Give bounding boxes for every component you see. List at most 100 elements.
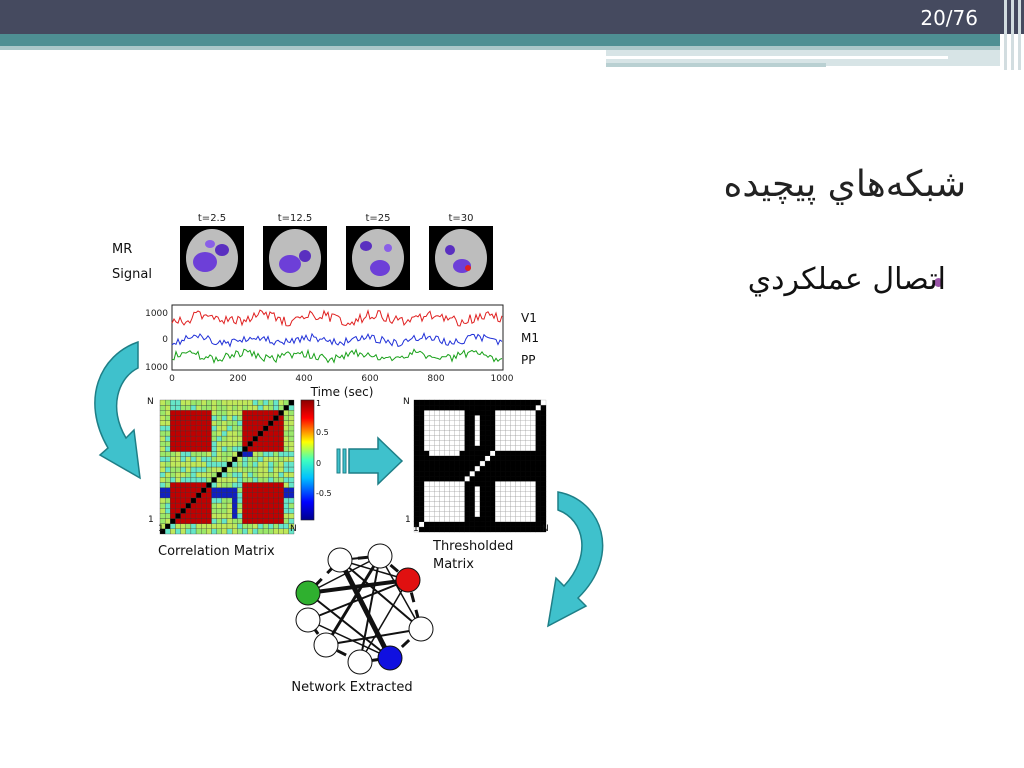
thresholded-cell <box>429 420 435 426</box>
thresholded-cell <box>434 445 440 451</box>
corr-cell <box>226 456 233 462</box>
thresholded-cell <box>464 460 470 467</box>
thresholded-cell <box>434 475 440 482</box>
thresholded-cell <box>429 425 435 431</box>
corr-cell <box>242 513 248 519</box>
corr-cell <box>268 410 274 416</box>
thresholded-cell <box>413 511 420 517</box>
thresholded-cell <box>439 506 445 512</box>
thresholded-cell <box>459 440 465 446</box>
corr-cell <box>206 415 212 421</box>
thresholded-cell <box>474 430 481 436</box>
corr-cell <box>268 477 274 483</box>
thresholded-cell <box>449 425 455 431</box>
corr-cell <box>226 523 233 529</box>
thresholded-cell <box>505 450 511 456</box>
thresholded-cell <box>500 445 506 451</box>
corr-cell <box>180 441 186 447</box>
axis-n-right: N <box>290 524 297 534</box>
corr-cell <box>283 482 289 488</box>
page-number: 20/76 <box>920 6 978 30</box>
corr-cell <box>195 399 202 406</box>
corr-cell <box>288 435 295 442</box>
corr-cell <box>231 477 238 483</box>
corr-cell <box>170 518 176 524</box>
corr-cell <box>159 446 166 452</box>
corr-cell <box>278 502 284 509</box>
corr-cell <box>175 399 181 406</box>
corr-cell <box>278 508 284 514</box>
thresholded-cell <box>489 526 496 533</box>
thresholded-cell <box>525 440 531 446</box>
thresholded-cell <box>423 450 430 456</box>
thresholded-cell <box>434 516 440 523</box>
thresholded-cell <box>444 415 450 421</box>
corr-cell <box>231 441 238 447</box>
thresholded-cell <box>439 481 445 487</box>
thresholded-cell <box>479 425 486 431</box>
corr-cell <box>252 466 259 473</box>
corr-cell <box>175 528 181 535</box>
corr-cell <box>288 471 295 478</box>
network-ring <box>306 554 423 664</box>
thresholded-cell <box>484 521 491 528</box>
thresholded-cell <box>423 496 430 502</box>
thresholded-cell <box>459 445 465 451</box>
thresholded-cell <box>484 516 491 523</box>
thresholded-cell <box>454 526 460 533</box>
corr-cell <box>221 425 228 432</box>
corr-cell <box>226 425 233 432</box>
corr-cell <box>185 430 192 437</box>
time-label: t=30 <box>448 213 473 224</box>
series-line-pp <box>171 348 503 365</box>
corr-cell <box>201 456 207 462</box>
thresholded-cell <box>525 516 531 523</box>
thresholded-cell <box>439 521 445 528</box>
thresholded-cell <box>434 455 440 462</box>
thresholded-cell <box>459 511 465 517</box>
thresholded-cell <box>413 425 420 431</box>
thresholded-cell <box>434 430 440 436</box>
corr-cell <box>247 487 253 493</box>
corr-cell <box>262 461 269 468</box>
corr-cell <box>252 451 259 457</box>
thresholded-cell <box>520 506 526 512</box>
corr-cell <box>185 446 192 452</box>
corr-cell <box>257 410 264 416</box>
thresholded-cell <box>540 430 547 436</box>
corr-cell <box>206 435 212 442</box>
thresholded-cell <box>540 475 547 482</box>
thresholded-cell <box>413 506 420 512</box>
corr-cell <box>195 415 202 421</box>
corr-cell <box>164 446 171 452</box>
corr-cell <box>201 441 207 447</box>
corr-cell <box>226 461 233 468</box>
thresholded-cell <box>469 475 476 482</box>
thresholded-cell <box>469 430 476 436</box>
corr-cell <box>273 456 279 462</box>
thresholded-cell <box>413 420 420 426</box>
corr-cell <box>164 404 171 411</box>
corr-cell <box>257 477 264 483</box>
thresholded-cell <box>495 486 501 492</box>
corr-cell <box>231 523 238 529</box>
thresholded-cell <box>479 430 486 436</box>
corr-cell <box>185 435 192 442</box>
thresholded-cell <box>510 430 516 436</box>
corr-cell <box>190 502 197 509</box>
corr-cell <box>231 461 238 468</box>
thresholded-cell <box>469 460 476 467</box>
corr-cell <box>273 528 279 535</box>
corr-cell <box>242 410 248 416</box>
corr-cell <box>288 425 295 432</box>
corr-cell <box>211 471 217 478</box>
corr-cell <box>278 518 284 524</box>
thresholded-cell <box>454 435 460 441</box>
corr-cell <box>211 456 217 462</box>
thresholded-cell <box>459 460 465 467</box>
corr-cell <box>180 410 186 416</box>
thresholded-cell <box>505 455 511 462</box>
thresholded-cell <box>525 475 531 482</box>
thresholded-cell <box>454 481 460 487</box>
thresholded-cell <box>464 491 470 497</box>
